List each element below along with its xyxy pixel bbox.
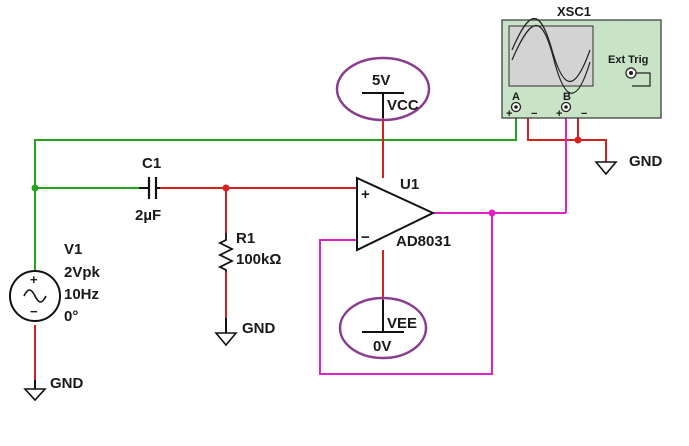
channel-a-terminal[interactable] (510, 101, 522, 113)
voltage-source-v1[interactable]: + − V1 2Vpk 10Hz 0° (9, 241, 101, 325)
resistor-value: 100kΩ (236, 251, 281, 268)
channel-a-label: A (512, 91, 520, 103)
opamp-plus-input: + (361, 186, 370, 203)
ground-resistor-label: GND (242, 320, 276, 337)
vcc-source[interactable]: 5V VCC (335, 56, 431, 122)
oscilloscope-ref: XSC1 (557, 4, 591, 19)
oscilloscope-waveform (511, 17, 591, 83)
opamp-minus-input: − (361, 229, 370, 246)
vee-net-label: VEE (387, 315, 417, 332)
resistor-r1[interactable]: R1 100kΩ (217, 230, 281, 272)
channel-b-minus: − (581, 108, 587, 120)
wire-red (34, 112, 607, 383)
oscilloscope-xsc1[interactable]: XSC1 Ext Trig A B + − + − (501, 4, 662, 120)
voltage-source-frequency: 10Hz (64, 286, 99, 303)
ground-source-label: GND (50, 375, 84, 392)
vee-voltage-label: 0V (373, 338, 391, 355)
junction-red-scope (574, 136, 582, 144)
vcc-net-label: VCC (387, 97, 419, 114)
vee-source[interactable]: VEE 0V (338, 296, 428, 360)
voltage-source-phase: 0° (64, 308, 78, 325)
oscilloscope-screen (508, 25, 594, 87)
wire-green (34, 112, 517, 275)
voltage-source-amplitude: 2Vpk (64, 264, 101, 281)
resistor-ref: R1 (236, 230, 255, 247)
junction-red (222, 184, 230, 192)
voltage-source-plus: + (30, 272, 38, 287)
capacitor-value: 2µF (135, 207, 161, 224)
ground-scope[interactable]: GND (594, 153, 663, 176)
sine-icon (23, 289, 47, 303)
opamp-ref: U1 (400, 176, 419, 193)
channel-b-terminal[interactable] (560, 101, 572, 113)
wire-magenta (319, 112, 567, 375)
channel-b-plus: + (556, 108, 562, 120)
channel-a-plus: + (506, 108, 512, 120)
ground-icon (594, 161, 618, 176)
vee-highlight-circle (338, 296, 428, 360)
junction-green (31, 184, 39, 192)
ground-resistor[interactable]: GND (214, 318, 276, 347)
capacitor-c1[interactable]: C1 2µF (135, 155, 161, 224)
voltage-source-minus: − (30, 304, 38, 319)
ground-scope-label: GND (629, 153, 663, 170)
ext-trig-terminal[interactable] (625, 67, 651, 87)
ground-source[interactable]: GND (23, 375, 84, 402)
ground-icon (23, 388, 47, 402)
oscilloscope-waveform-2 (511, 25, 591, 94)
voltage-source-ref: V1 (64, 241, 82, 258)
opamp-model: AD8031 (396, 233, 451, 250)
vcc-highlight-circle (335, 56, 431, 122)
ground-icon (214, 332, 238, 347)
capacitor-ref: C1 (142, 155, 161, 172)
channel-b-label: B (563, 91, 571, 103)
opamp-u1[interactable]: + − U1 AD8031 (356, 176, 451, 252)
vcc-voltage-label: 5V (372, 72, 390, 89)
opamp-body (356, 176, 436, 252)
channel-a-minus: − (531, 108, 537, 120)
junction-magenta (488, 209, 496, 217)
ext-trig-label: Ext Trig (608, 54, 648, 66)
